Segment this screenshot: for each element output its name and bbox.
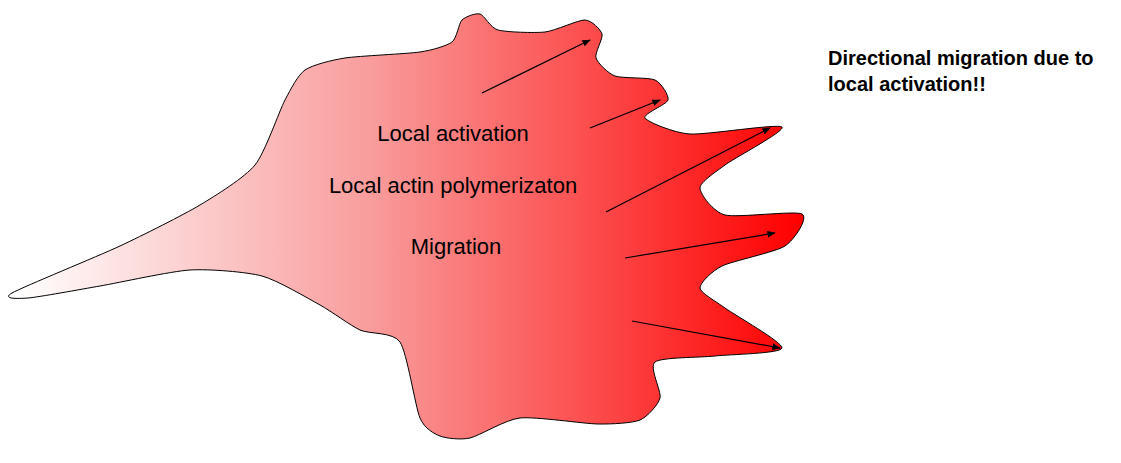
cell-shape: Local activationLocal actin polymerizato…: [0, 0, 830, 463]
process-text: Local actin polymerizaton: [329, 173, 577, 199]
protrusion-arrow: [625, 233, 775, 258]
note-text: Directional migration due to local activ…: [828, 46, 1118, 97]
process-text: Local activation: [377, 121, 529, 147]
protrusion-arrow: [606, 128, 770, 212]
protrusion-arrow: [632, 321, 780, 348]
cell-outline: [0, 0, 830, 463]
protrusion-arrow: [590, 100, 660, 128]
process-text: Migration: [411, 234, 501, 260]
protrusion-arrow: [482, 40, 590, 93]
cell-body: [9, 14, 804, 439]
